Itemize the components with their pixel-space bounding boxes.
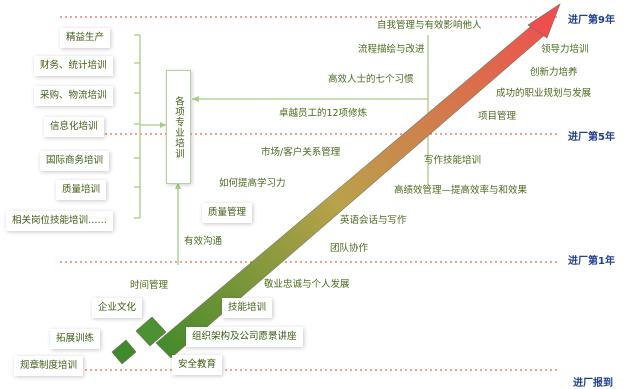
item-customer-relations: 市场/客户关系管理 (261, 147, 341, 158)
box-outward-training: 拓展训练 (50, 329, 101, 349)
mid-connector (175, 35, 429, 265)
box-rules-training: 规章制度培训 (14, 356, 84, 376)
item-teamwork: 团队协作 (330, 243, 369, 254)
item-seven-habits: 高效人士的七个习惯 (328, 74, 414, 85)
professional-training-box: 各项专业培训 (166, 70, 191, 184)
stage-label-year5: 进厂第5年 (568, 132, 615, 143)
stage-label-year1: 进厂第1年 (568, 256, 615, 267)
item-time-management: 时间管理 (130, 280, 169, 291)
left-box-lean-production: 精益生产 (60, 28, 111, 48)
box-org-structure: 组织架构及公司愿景讲座 (186, 327, 303, 347)
item-dedication: 敬业忠诚与个人发展 (264, 279, 350, 290)
arrowhead (527, 3, 561, 39)
item-innovation: 创新力培养 (530, 67, 578, 78)
left-box-finance: 财务、统计培训 (34, 56, 113, 76)
box-safety-education: 安全教育 (172, 355, 223, 375)
left-box-intl-business: 国际商务培训 (40, 151, 110, 171)
item-learning-ability: 如何提高学习力 (219, 178, 286, 189)
item-effective-communication: 有效沟通 (184, 236, 223, 247)
growth-arrow (155, 9, 557, 359)
stage-label-report: 进厂报到 (573, 378, 613, 389)
left-bracket (134, 34, 166, 219)
arrow-segment-1 (111, 339, 137, 365)
item-self-management: 自我管理与有效影响他人 (377, 20, 482, 31)
item-career-planning: 成功的职业规划与发展 (496, 88, 592, 99)
item-project-management: 项目管理 (478, 111, 517, 122)
box-skills-training: 技能培训 (222, 298, 273, 318)
box-quality-management: 质量管理 (202, 203, 253, 223)
left-box-quality: 质量培训 (56, 180, 107, 200)
left-box-job-skills: 相关岗位技能培训…… (6, 211, 114, 231)
item-performance-management: 高绩效管理—提高效率与和效果 (394, 185, 528, 196)
item-leadership: 领导力培训 (541, 44, 589, 55)
item-english: 英语会话与写作 (340, 215, 407, 226)
left-box-it: 信息化培训 (44, 117, 104, 137)
item-12-disciplines: 卓越员工的12项修炼 (279, 108, 368, 119)
box-corporate-culture: 企业文化 (92, 298, 143, 318)
item-process-mapping: 流程描绘与改进 (358, 44, 425, 55)
arrow-segment-2 (135, 316, 167, 347)
item-writing-skills: 写作技能培训 (424, 155, 482, 166)
left-box-procurement: 采购、物流培训 (34, 86, 113, 106)
stage-label-year9: 进厂第9年 (568, 15, 615, 26)
